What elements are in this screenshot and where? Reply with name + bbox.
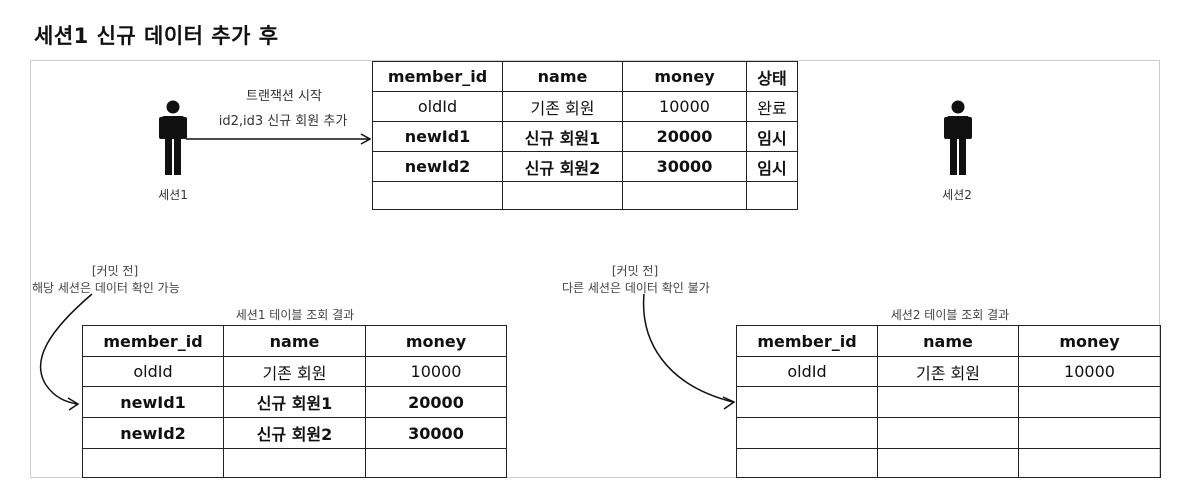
right-note-arrowhead (722, 396, 736, 410)
column-header: member_id (372, 61, 503, 92)
right-note-text: 다른 세션은 데이터 확인 불가 (562, 281, 710, 295)
table-row: newId2 신규 회원2 30000 (82, 417, 507, 449)
table-cell: 임시 (746, 151, 798, 182)
session2-label: 세션2 (942, 188, 972, 202)
column-header: member_id (82, 325, 224, 357)
left-note-arrowhead (67, 397, 80, 411)
column-header: money (622, 61, 747, 92)
table-cell: 기존 회원 (877, 356, 1019, 387)
table-cell: 30000 (365, 417, 507, 449)
session2-person-icon (944, 100, 972, 175)
table-row (372, 181, 798, 210)
right-note-title: [커밋 전] (611, 264, 659, 278)
table-cell (622, 181, 747, 210)
table-cell: 10000 (365, 356, 507, 387)
insert-arrowhead (360, 133, 372, 145)
shared-table: member_id name money 상태 oldId 기존 회원 1000… (372, 61, 798, 210)
table-row: oldId 기존 회원 10000 (736, 356, 1161, 387)
table-cell (877, 448, 1019, 478)
left-note-arrow (39, 293, 93, 405)
table-cell (1018, 417, 1161, 449)
table-row: newId1 신규 회원1 20000 (82, 386, 507, 418)
right-table-caption: 세션2 테이블 조회 결과 (890, 308, 1010, 322)
session1-person-icon (159, 100, 187, 175)
table-cell: newId2 (372, 151, 503, 182)
table-cell: 20000 (365, 386, 507, 418)
page-title: 세션1 신규 데이터 추가 후 (34, 24, 279, 48)
session1-label: 세션1 (158, 188, 188, 202)
table-cell (736, 417, 878, 449)
table-cell: 10000 (1018, 356, 1161, 387)
diagram-frame (30, 60, 1160, 478)
table-row: newId2 신규 회원2 30000 임시 (372, 151, 798, 182)
table-cell: 30000 (622, 151, 747, 182)
table-cell: oldId (736, 356, 878, 387)
table-cell (1018, 386, 1161, 418)
table-cell: 임시 (746, 121, 798, 152)
session1-result-table: member_id name money oldId 기존 회원 10000 n… (82, 325, 507, 478)
table-cell: 신규 회원1 (502, 121, 623, 152)
table-row (736, 417, 1161, 449)
table-cell: 기존 회원 (502, 91, 623, 122)
left-table-caption: 세션1 테이블 조회 결과 (235, 308, 355, 322)
table-header-row: member_id name money 상태 (372, 61, 798, 92)
column-header: member_id (736, 325, 878, 357)
column-header: name (223, 325, 366, 357)
table-cell (372, 181, 503, 210)
table-cell (746, 181, 798, 210)
column-header: 상태 (746, 61, 798, 92)
table-cell: 10000 (622, 91, 747, 122)
table-cell: oldId (82, 356, 224, 387)
left-note-text: 해당 세션은 데이터 확인 가능 (32, 281, 180, 295)
table-cell (877, 417, 1019, 449)
table-cell (736, 448, 878, 478)
table-cell: 신규 회원2 (223, 417, 366, 449)
table-cell (502, 181, 623, 210)
table-row (736, 448, 1161, 478)
table-cell (1018, 448, 1161, 478)
table-row: oldId 기존 회원 10000 (82, 356, 507, 387)
left-note-title: [커밋 전] (91, 264, 139, 278)
table-cell (365, 448, 507, 478)
table-row (82, 448, 507, 478)
table-cell: 기존 회원 (223, 356, 366, 387)
insert-members-label: id2,id3 신규 회원 추가 (218, 114, 348, 129)
table-cell: 신규 회원1 (223, 386, 366, 418)
table-cell (877, 386, 1019, 418)
right-note-arrow (642, 293, 734, 403)
table-header-row: member_id name money (82, 325, 507, 357)
table-cell (82, 448, 224, 478)
table-cell: 완료 (746, 91, 798, 122)
table-cell: newId2 (82, 417, 224, 449)
transaction-start-label: 트랜잭션 시작 (246, 89, 322, 104)
session2-result-table: member_id name money oldId 기존 회원 10000 (736, 325, 1161, 478)
table-row (736, 386, 1161, 418)
column-header: money (365, 325, 507, 357)
